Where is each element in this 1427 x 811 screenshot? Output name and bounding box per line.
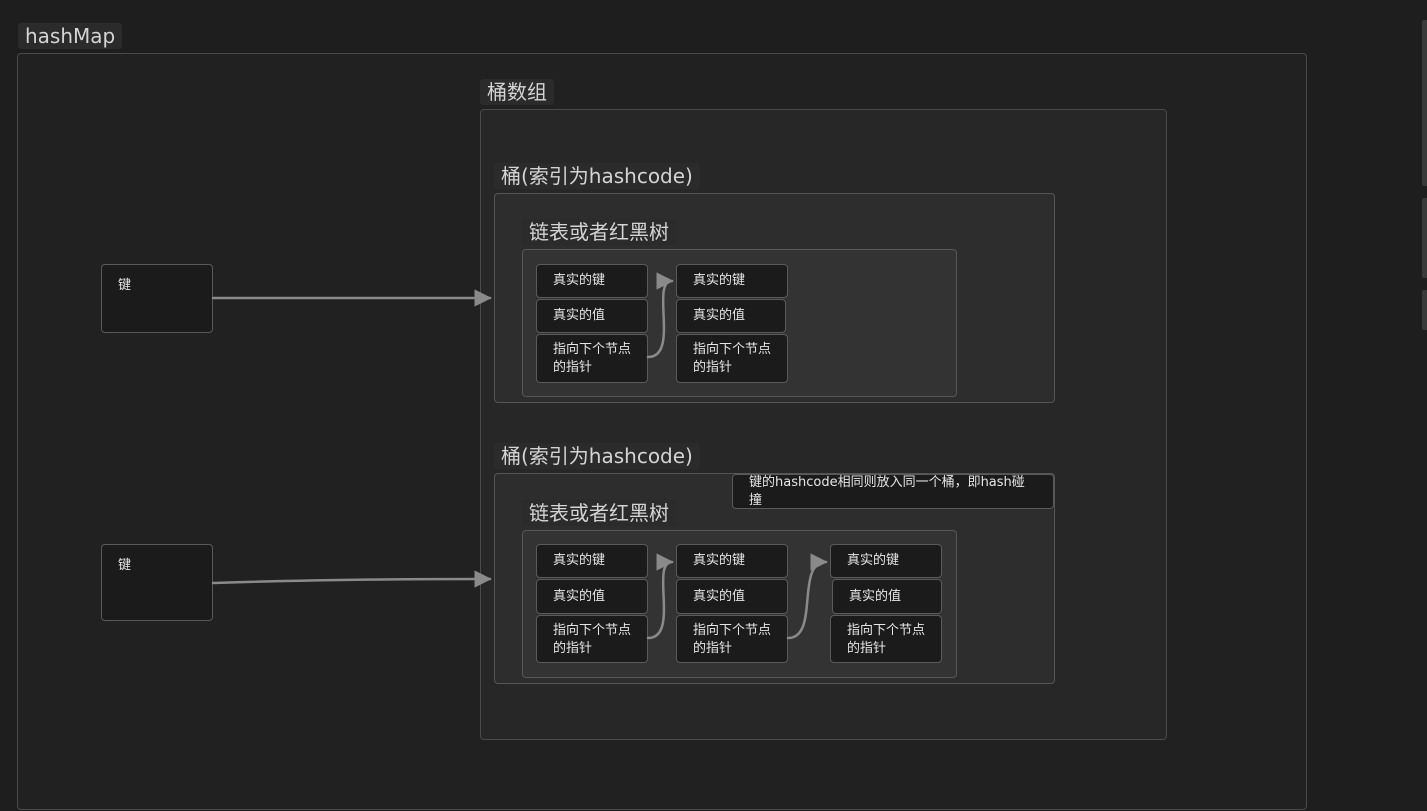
entry-real-value[interactable]: 真实的值	[676, 579, 788, 614]
entry-real-value[interactable]: 真实的值	[536, 299, 648, 333]
bucket-array-group-label: 桶数组	[480, 79, 554, 105]
bucket-2-label: 桶(索引为hashcode)	[494, 443, 700, 469]
entry-real-value[interactable]: 真实的值	[536, 579, 648, 614]
bucket-1-label: 桶(索引为hashcode)	[494, 163, 700, 189]
entry-real-key[interactable]: 真实的键	[676, 544, 788, 578]
entry-real-key[interactable]: 真实的键	[536, 264, 648, 298]
entry-next-pointer[interactable]: 指向下个节点的指针	[536, 615, 648, 663]
scrollbar-tab-3[interactable]	[1422, 290, 1427, 330]
scrollbar-tab-1[interactable]	[1422, 20, 1427, 186]
collision-note[interactable]: 键的hashcode相同则放入同一个桶，即hash碰撞	[732, 474, 1054, 509]
entry-next-pointer[interactable]: 指向下个节点的指针	[536, 334, 648, 383]
bucket-1-list-label: 链表或者红黑树	[522, 219, 676, 245]
scrollbar-tab-2[interactable]	[1422, 198, 1427, 278]
entry-real-value[interactable]: 真实的值	[832, 579, 942, 614]
entry-real-key[interactable]: 真实的键	[536, 544, 648, 578]
entry-next-pointer[interactable]: 指向下个节点的指针	[676, 615, 788, 663]
entry-real-key[interactable]: 真实的键	[830, 544, 942, 578]
key-node-1[interactable]: 键	[101, 264, 213, 333]
key-node-2[interactable]: 键	[101, 544, 213, 621]
entry-real-value[interactable]: 真实的值	[676, 299, 786, 333]
entry-next-pointer[interactable]: 指向下个节点的指针	[676, 334, 788, 383]
entry-next-pointer[interactable]: 指向下个节点的指针	[830, 615, 942, 663]
bucket-2-list-label: 链表或者红黑树	[522, 500, 676, 526]
hashmap-group-label: hashMap	[18, 23, 123, 49]
entry-real-key[interactable]: 真实的键	[676, 264, 788, 298]
